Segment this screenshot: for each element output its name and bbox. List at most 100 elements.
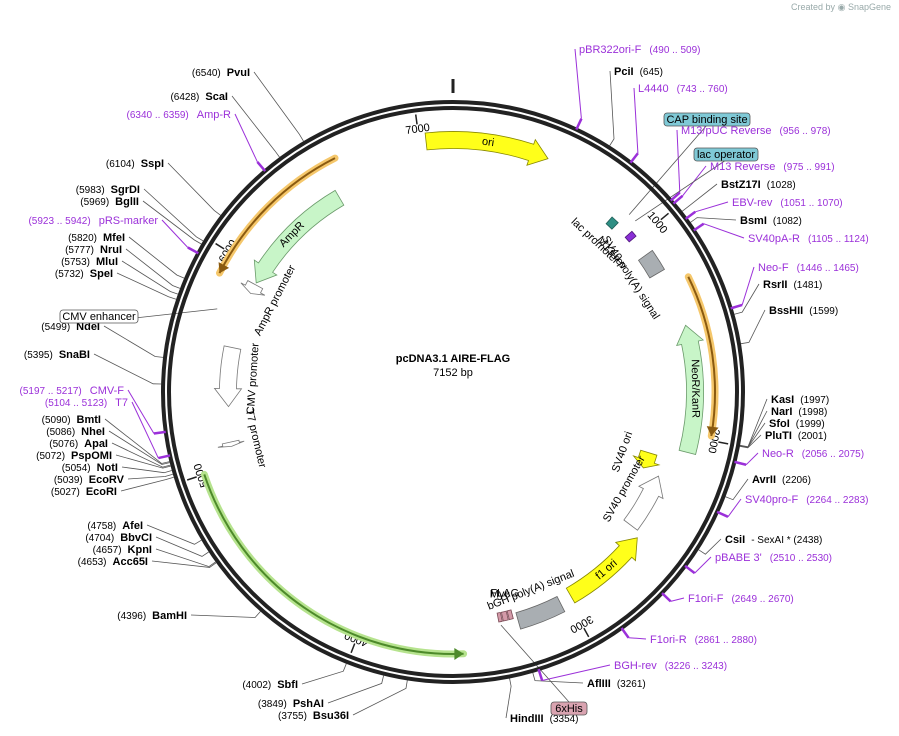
enzyme-bglii[interactable]: (5969)BglII [80, 196, 139, 208]
enzyme-bamhi[interactable]: (4396)BamHI [117, 610, 187, 622]
enzyme-sbfi[interactable]: (4002)SbfI [242, 679, 298, 691]
primer-pos: (956 .. 978) [779, 126, 830, 137]
primer-sv40pa-r[interactable]: SV40pA-R(1105 .. 1124) [748, 233, 869, 245]
enzyme-bbvci[interactable]: (4704)BbvCI [85, 532, 152, 544]
primer-f1ori-f[interactable]: F1ori-F(2649 .. 2670) [688, 593, 794, 605]
orf-arrows [200, 154, 719, 660]
enzyme-nhei[interactable]: (5086)NheI [46, 426, 105, 438]
enzyme-csii[interactable]: CsiI- SexAI * (2438) [725, 534, 822, 546]
enzyme-sgrdi[interactable]: (5983)SgrDI [76, 184, 140, 196]
primer-ebv-rev[interactable]: EBV-rev(1051 .. 1070) [732, 197, 843, 209]
primer-leader [131, 401, 159, 459]
enzyme-leader [142, 200, 202, 245]
enzyme-rsrii[interactable]: RsrII(1481) [763, 279, 822, 291]
primer-mark [537, 668, 544, 681]
enzyme-acc65i[interactable]: (4653)Acc65I [78, 556, 148, 568]
primer-mark [620, 627, 630, 639]
primer-pos: (1105 .. 1124) [808, 234, 869, 245]
enzyme-apai[interactable]: (5076)ApaI [49, 438, 108, 450]
enzyme-name: NruI [100, 244, 122, 256]
enzyme-bsshii[interactable]: BssHII(1599) [769, 305, 838, 317]
enzyme-snabi[interactable]: (5395)SnaBI [24, 349, 90, 361]
aire-orf-line [203, 474, 464, 656]
snapgene-logo-icon: ◉ [837, 2, 846, 12]
enzyme-ndei[interactable]: (5499)NdeI [41, 321, 100, 333]
enzyme-name: EcoRV [89, 474, 125, 486]
enzyme-kpni[interactable]: (4657)KpnI [93, 544, 152, 556]
enzyme-leader [128, 236, 185, 279]
primer-name: M13/pUC Reverse [681, 125, 771, 137]
enzyme-position: (5054) [62, 463, 91, 474]
enzyme-nrui[interactable]: (5777)NruI [65, 244, 122, 256]
enzyme-bstz17i[interactable]: BstZ17I(1028) [721, 179, 796, 191]
enzyme-ecorv[interactable]: (5039) EcoRV [54, 474, 125, 486]
primer-m13-puc-reverse[interactable]: M13/pUC Reverse (956 .. 978) [681, 125, 831, 137]
enzyme-hindiii[interactable]: HindIII(3354) [510, 713, 579, 725]
enzyme-sspi[interactable]: (6104)SspI [106, 158, 164, 170]
primer-t7[interactable]: (5104 .. 5123)T7 [45, 397, 128, 409]
boxed-label-lac-operator[interactable]: lac operator [697, 149, 755, 161]
enzyme-position: (5732) [55, 269, 84, 280]
boxed-label-cmv-enhancer[interactable]: CMV enhancer [62, 311, 136, 323]
primer-pbabe-3[interactable]: pBABE 3'(2510 .. 2530) [715, 552, 832, 564]
boxed-label-6xhis[interactable]: 6xHis [555, 703, 583, 715]
primer-mark [256, 161, 267, 172]
enzyme-name: CsiI [725, 534, 745, 546]
enzyme-afei[interactable]: (4758)AfeI [87, 520, 143, 532]
enzyme-bsmi[interactable]: BsmI(1082) [740, 215, 802, 227]
enzyme-leader [120, 476, 174, 492]
tick-1000 [660, 212, 670, 221]
enzyme-nari[interactable]: NarI(1998) [771, 406, 827, 418]
enzyme-pvui[interactable]: (6540)PvuI [192, 67, 250, 79]
primer-f1ori-r[interactable]: F1ori-R(2861 .. 2880) [650, 634, 757, 646]
primer-neo-r[interactable]: Neo-R(2056 .. 2075) [762, 448, 864, 460]
primer-prs-marker[interactable]: (5923 .. 5942)pRS-marker [28, 215, 158, 227]
primer-pos: (975 .. 991) [783, 162, 834, 173]
enzyme-pcii[interactable]: PciI(645) [614, 66, 663, 78]
feature-flag [506, 609, 514, 621]
primer-m13-reverse[interactable]: M13 Reverse(975 .. 991) [710, 161, 835, 173]
enzyme-position: (3261) [617, 679, 646, 690]
boxed-label-bg [663, 112, 751, 127]
primer-amp-r[interactable]: (6340 .. 6359)Amp-R [127, 109, 232, 121]
enzyme-kasi[interactable]: KasI(1997) [771, 394, 829, 406]
enzyme-bmti[interactable]: (5090)BmtI [42, 414, 101, 426]
enzyme-pspomi[interactable]: (5072)PspOMI [36, 450, 112, 462]
enzyme-pshai[interactable]: (3849)PshAI [258, 698, 324, 710]
primer-neo-f[interactable]: Neo-F(1446 .. 1465) [758, 262, 859, 274]
enzyme-position: (3354) [550, 714, 579, 725]
enzyme-bsu36i[interactable]: (3755)Bsu36I [278, 710, 349, 722]
enzyme-position: (4002) [242, 680, 271, 691]
primer-pos: (3226 .. 3243) [665, 661, 727, 672]
primer-mark [693, 222, 705, 232]
primer-cmv-f[interactable]: (5197 .. 5217)CMV-F [20, 385, 125, 397]
enzyme-scai[interactable]: (6428)ScaI [170, 91, 228, 103]
primer-sv40pro-f[interactable]: SV40pro-F(2264 .. 2283) [745, 494, 868, 506]
enzyme-leader [739, 434, 762, 449]
enzyme-ecori[interactable]: (5027)EcoRI [51, 486, 117, 498]
enzyme-position: (5039) [54, 475, 83, 486]
enzyme-position: (1028) [767, 180, 796, 191]
enzyme-pluti[interactable]: PluTI(2001) [765, 430, 827, 442]
enzyme-mfei[interactable]: (5820)MfeI [68, 232, 125, 244]
enzyme-name: SspI [141, 158, 164, 170]
primer-name: F1ori-R [650, 634, 687, 646]
enzyme-avrii[interactable]: AvrII(2206) [752, 474, 811, 486]
primer-pbr322ori-f[interactable]: pBR322ori-F(490 .. 509) [579, 44, 701, 56]
primer-name: Neo-F [758, 262, 789, 274]
enzyme-name: ApaI [84, 438, 108, 450]
boxed-label-cap-binding-site[interactable]: CAP binding site [666, 114, 747, 126]
enzyme-leader [231, 95, 280, 158]
enzyme-sfoi[interactable]: SfoI(1999) [769, 418, 825, 430]
primer-l4440[interactable]: L4440(743 .. 760) [638, 83, 728, 95]
enzyme-afliii[interactable]: AflIII(3261) [587, 678, 646, 690]
enzyme-spei[interactable]: (5732)SpeI [55, 268, 113, 280]
enzyme-position: (6540) [192, 68, 221, 79]
primer-mark [669, 191, 681, 202]
primer-name: pBR322ori-F [579, 44, 642, 56]
enzyme-noti[interactable]: (5054)NotI [62, 462, 118, 474]
enzyme-mlui[interactable]: (5753)MluI [61, 256, 118, 268]
primer-name: T7 [115, 397, 128, 409]
primer-bgh-rev[interactable]: BGH-rev(3226 .. 3243) [614, 660, 727, 672]
